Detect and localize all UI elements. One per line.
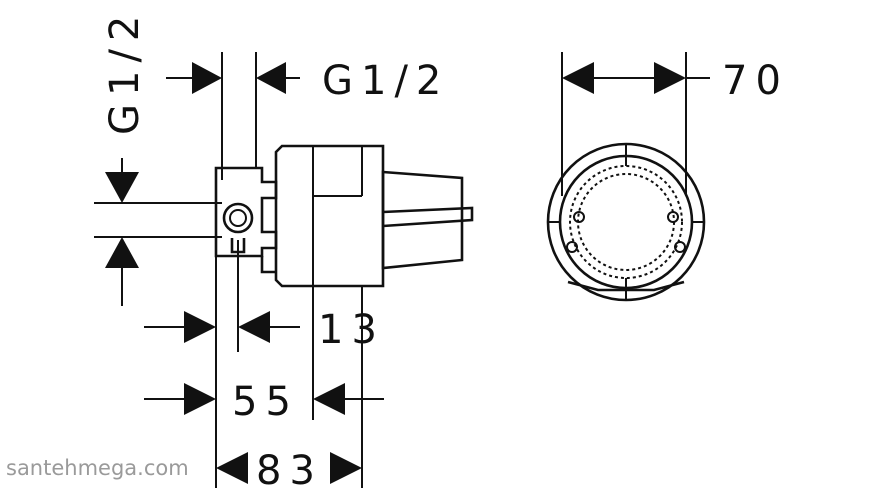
dim-depth-55: 55 [144, 286, 384, 425]
front-view [546, 142, 706, 302]
dim-inlet-horizontal: G1/2 [166, 52, 449, 180]
dim-depth-83: 83 [216, 286, 363, 494]
side-view [214, 144, 474, 288]
watermark: santehmega.com [6, 456, 189, 480]
dim-label-inlet-horizontal: G1/2 [322, 58, 449, 104]
outer-ring [546, 142, 706, 302]
dim-label-13: 13 [318, 307, 385, 353]
cartridge-section [381, 170, 464, 270]
spindle [382, 206, 474, 228]
dim-label-inlet-vertical: G1/2 [102, 8, 148, 135]
dim-offset-13: 13 [144, 240, 385, 488]
dim-label-55: 55 [232, 379, 299, 425]
dim-diameter-70: 70 [561, 52, 789, 196]
dim-label-70: 70 [722, 58, 789, 104]
dim-inlet-vertical: G1/2 [94, 8, 222, 306]
dim-label-83: 83 [256, 448, 323, 494]
inlet-port [222, 202, 254, 234]
valve-housing [274, 144, 385, 288]
